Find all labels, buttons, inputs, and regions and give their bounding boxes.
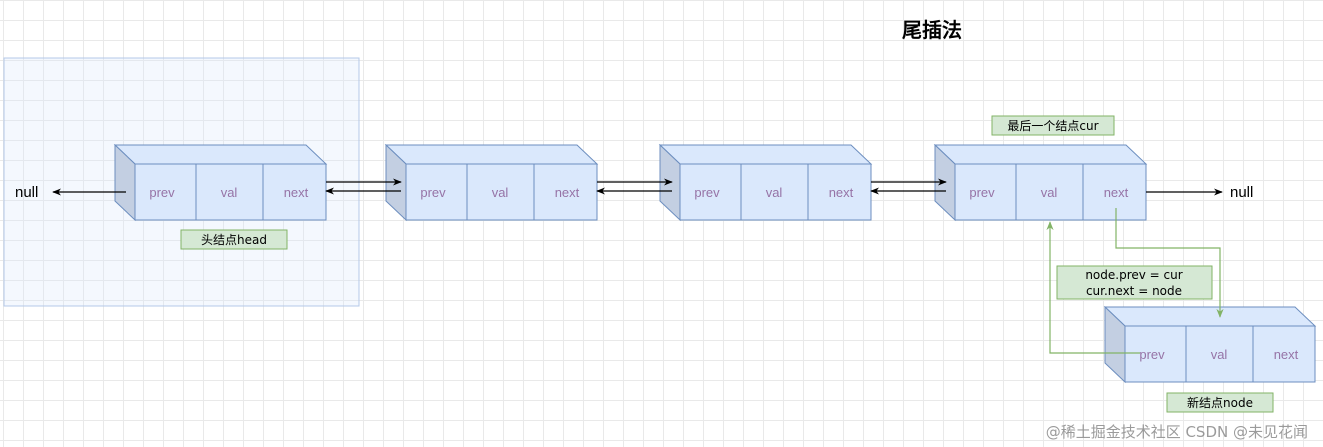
node-cur-prev-text: prev [969,185,995,200]
node-new-prev-text: prev [1139,347,1165,362]
node-new-next-cell [1252,325,1316,383]
node-2-val-text: val [492,185,509,200]
node-cur-val-text: val [1041,185,1058,200]
node-head-top-face [113,144,328,165]
label-head-text: 头结点head [201,233,267,247]
null-right-text: null [1230,184,1253,201]
node-cur-prev-cell [954,163,1017,221]
node-2-top-face [384,144,599,165]
node-3-prev-cell [679,163,742,221]
arrow-cur-next-to-new-node [1115,208,1224,318]
node-cur-next-cell [1082,163,1147,221]
label-new-node: 新结点node [1166,392,1274,413]
node-cur-next-text: next [1104,185,1129,200]
node-3-val-cell [740,163,809,221]
null-left-text: null [15,184,38,201]
node-head-next-text: next [284,185,309,200]
node-3-top-face [658,144,873,165]
node-cur: prev val next [933,143,1148,222]
node-new: prev val next [1103,305,1317,384]
label-last-text: 最后一个结点cur [1007,119,1098,133]
node-head-val-cell [195,163,264,221]
node-new-prev-cell [1124,325,1187,383]
node-new-val-cell [1185,325,1254,383]
node-new-val-text: val [1211,347,1228,362]
label-assignment: node.prev = cur cur.next = node [1056,265,1213,300]
arrow-new-prev-to-cur [1046,221,1140,354]
watermark-text: @稀土掘金技术社区 CSDN @未见花闻 [1046,423,1308,441]
node-head-prev-text: prev [149,185,175,200]
node-2-prev-cell [405,163,468,221]
node-head-val-text: val [221,185,238,200]
node-head-prev-cell [134,163,197,221]
label-head-node: 头结点head [180,229,288,250]
node-2: prev val next [384,143,599,222]
node-head: prev val next [113,143,328,222]
node-3-val-text: val [766,185,783,200]
label-assignment-line2: cur.next = node [1086,284,1182,298]
node-2-prev-text: prev [420,185,446,200]
node-3: prev val next [658,143,873,222]
label-new-node-text: 新结点node [1187,395,1253,410]
node-3-prev-text: prev [694,185,720,200]
node-head-next-cell [262,163,327,221]
node-2-next-text: next [555,185,580,200]
label-last-node: 最后一个结点cur [991,115,1115,136]
node-cur-top-face [933,144,1148,165]
node-new-top-face [1103,306,1317,327]
node-cur-val-cell [1015,163,1084,221]
node-3-next-text: next [829,185,854,200]
diagram-title: 尾插法 [902,18,962,42]
node-new-next-text: next [1274,347,1299,362]
label-assignment-line1: node.prev = cur [1085,268,1182,282]
